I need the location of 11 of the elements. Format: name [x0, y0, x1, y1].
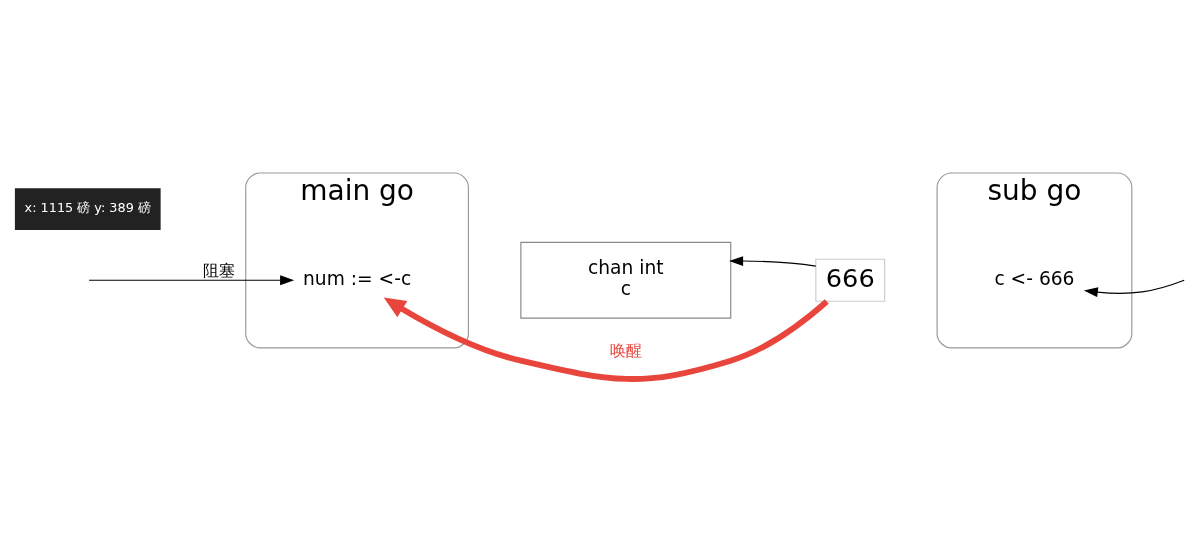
arrow — [383, 297, 829, 382]
node-text: num := <-c — [303, 267, 412, 289]
arrow — [729, 255, 817, 267]
arrow — [1083, 279, 1185, 297]
label: x: 1115 磅 y: 389 磅 — [24, 199, 151, 215]
node-box: chan int c — [520, 241, 732, 319]
edge-label: 阻塞 — [203, 260, 236, 280]
arrow — [88, 274, 295, 285]
node-box: 666 — [815, 258, 886, 302]
node-text: c <- 666 — [994, 267, 1075, 289]
edge-label: 唤醒 — [609, 340, 642, 360]
